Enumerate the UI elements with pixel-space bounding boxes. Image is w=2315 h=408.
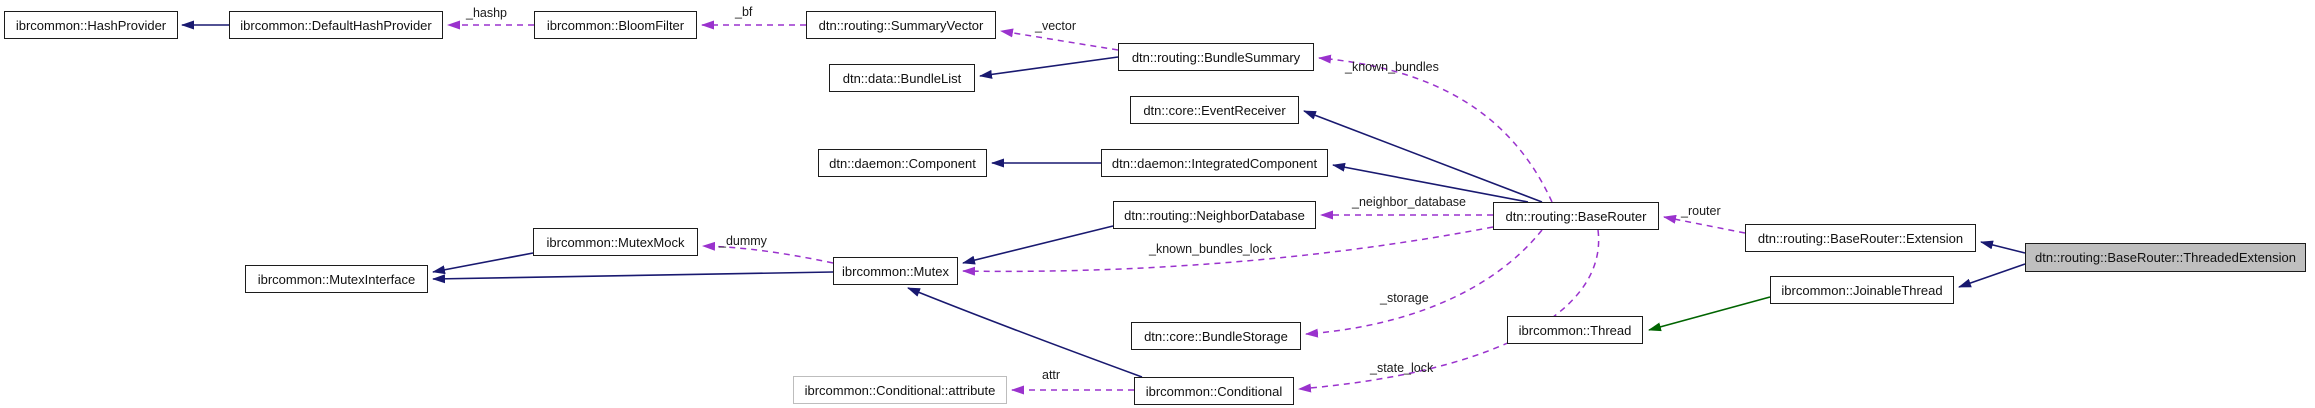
edge-inherit-neighbordatabase-mutex [962, 225, 1114, 265]
edge-label-router: _router [1681, 204, 1721, 218]
node-conditional-attribute: ibrcommon::Conditional::attribute [793, 376, 1007, 404]
edge-usage-dummy [702, 241, 834, 264]
edge-usage-known-bundles-lock [962, 226, 1494, 276]
edge-usage-known-bundles [1318, 54, 1553, 203]
edge-inherit-baserouter-integratedcomponent [1332, 162, 1529, 203]
edge-inherit-threadedextension-joinablethread [1958, 263, 2026, 288]
edge-label-known-bundles: _known_bundles [1345, 60, 1439, 74]
node-bundlesummary[interactable]: dtn::routing::BundleSummary [1118, 43, 1314, 71]
node-mutexinterface[interactable]: ibrcommon::MutexInterface [245, 265, 428, 293]
edge-inherit-baserouter-eventreceiver [1303, 110, 1543, 203]
edge-inherit-mutexmock-mutexinterface [432, 252, 534, 275]
edge-inherit-conditional-mutex [907, 287, 1143, 378]
edge-label-attr: attr [1042, 368, 1061, 382]
node-baserouter-threadedextension: dtn::routing::BaseRouter::ThreadedExtens… [2025, 243, 2306, 272]
node-joinablethread[interactable]: ibrcommon::JoinableThread [1770, 276, 1954, 304]
edge-usage-router [1663, 214, 1746, 234]
node-component[interactable]: dtn::daemon::Component [818, 149, 987, 177]
edge-label-vector: _vector [1035, 19, 1076, 33]
node-bundlestorage[interactable]: dtn::core::BundleStorage [1131, 322, 1301, 350]
node-baserouter[interactable]: dtn::routing::BaseRouter [1493, 202, 1659, 230]
edge-label-dummy: _dummy [719, 234, 767, 248]
edge-label-neighbor-database: _neighbor_database [1352, 195, 1466, 209]
node-mutexmock[interactable]: ibrcommon::MutexMock [533, 228, 698, 256]
edge-usage-vector [1000, 28, 1119, 51]
node-thread[interactable]: ibrcommon::Thread [1507, 316, 1643, 344]
edge-usage-state-lock [1298, 229, 1600, 393]
edge-inherit-joinablethread-thread [1648, 296, 1771, 332]
node-bloomfilter[interactable]: ibrcommon::BloomFilter [534, 11, 697, 39]
node-bundlelist[interactable]: dtn::data::BundleList [829, 64, 975, 92]
edge-label-known-bundles-lock: _known_bundles_lock [1149, 242, 1273, 256]
edge-label-state-lock: _state_lock [1370, 361, 1434, 375]
edge-label-hashp: _hashp [466, 6, 508, 20]
node-eventreceiver[interactable]: dtn::core::EventReceiver [1130, 96, 1299, 124]
edge-inherit-bundlesummary-bundlelist [979, 56, 1119, 79]
node-conditional[interactable]: ibrcommon::Conditional [1134, 377, 1294, 405]
node-neighbordatabase[interactable]: dtn::routing::NeighborDatabase [1113, 201, 1316, 229]
node-summaryvector[interactable]: dtn::routing::SummaryVector [806, 11, 996, 39]
node-defaulthashprovider[interactable]: ibrcommon::DefaultHashProvider [229, 11, 443, 39]
edge-inherit-threadedextension-extension [1980, 240, 2026, 254]
edge-inherit-mutex-mutexinterface [432, 271, 834, 284]
edge-label-bf: _bf [735, 5, 753, 19]
edge-label-storage: _storage [1380, 291, 1429, 305]
node-hashprovider[interactable]: ibrcommon::HashProvider [4, 11, 178, 39]
node-integratedcomponent[interactable]: dtn::daemon::IntegratedComponent [1101, 149, 1328, 177]
node-mutex[interactable]: ibrcommon::Mutex [833, 257, 958, 285]
node-baserouter-extension[interactable]: dtn::routing::BaseRouter::Extension [1745, 224, 1976, 252]
